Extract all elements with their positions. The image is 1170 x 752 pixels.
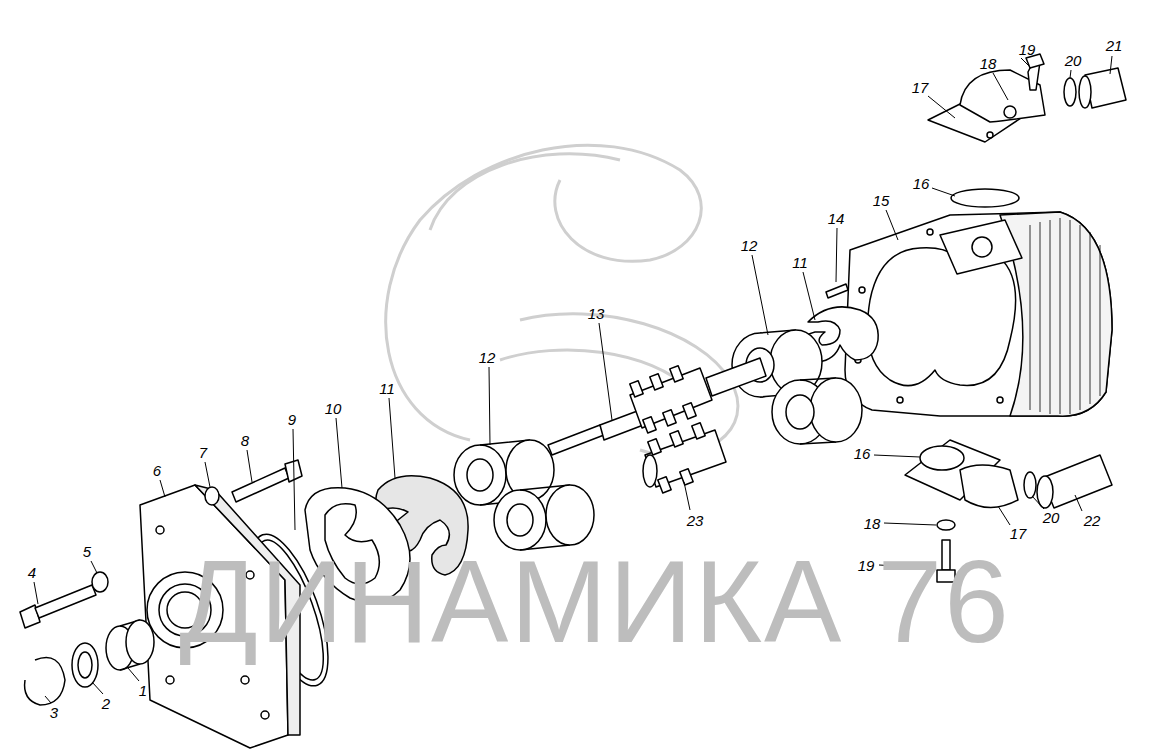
callout-number: 1 [139, 683, 147, 698]
logo-swirl [386, 145, 738, 455]
callout-number: 7 [199, 445, 207, 460]
callout-number: 17 [1010, 526, 1027, 541]
callout-number: 9 [288, 412, 296, 427]
callout-number: 3 [50, 705, 58, 720]
callout-number: 2 [102, 696, 110, 711]
callout-number: 4 [28, 565, 36, 580]
callout-number: 8 [241, 433, 249, 448]
callout-number: 10 [325, 401, 342, 416]
callout-number: 19 [1019, 42, 1036, 57]
callout-number: 23 [687, 513, 704, 528]
leader-lines [34, 56, 1112, 703]
callout-number: 12 [479, 350, 496, 365]
callout-number: 18 [864, 516, 881, 531]
watermark-text: ДИНАМИКА 76 [179, 544, 1010, 660]
callout-number: 12 [741, 238, 758, 253]
callout-number: 17 [912, 80, 929, 95]
callout-number: 11 [792, 255, 808, 270]
callout-number: 14 [828, 211, 845, 226]
callout-number: 16 [913, 176, 930, 191]
callout-number: 6 [153, 463, 161, 478]
callout-number: 5 [83, 544, 91, 559]
callout-number: 21 [1106, 38, 1123, 53]
callout-number: 20 [1065, 53, 1082, 68]
callout-number: 20 [1043, 510, 1060, 525]
callout-number: 18 [980, 56, 997, 71]
callout-number: 13 [588, 306, 605, 321]
callout-number: 16 [854, 446, 871, 461]
callout-number: 22 [1084, 513, 1101, 528]
callout-number: 11 [379, 381, 395, 396]
callout-number: 15 [873, 193, 890, 208]
